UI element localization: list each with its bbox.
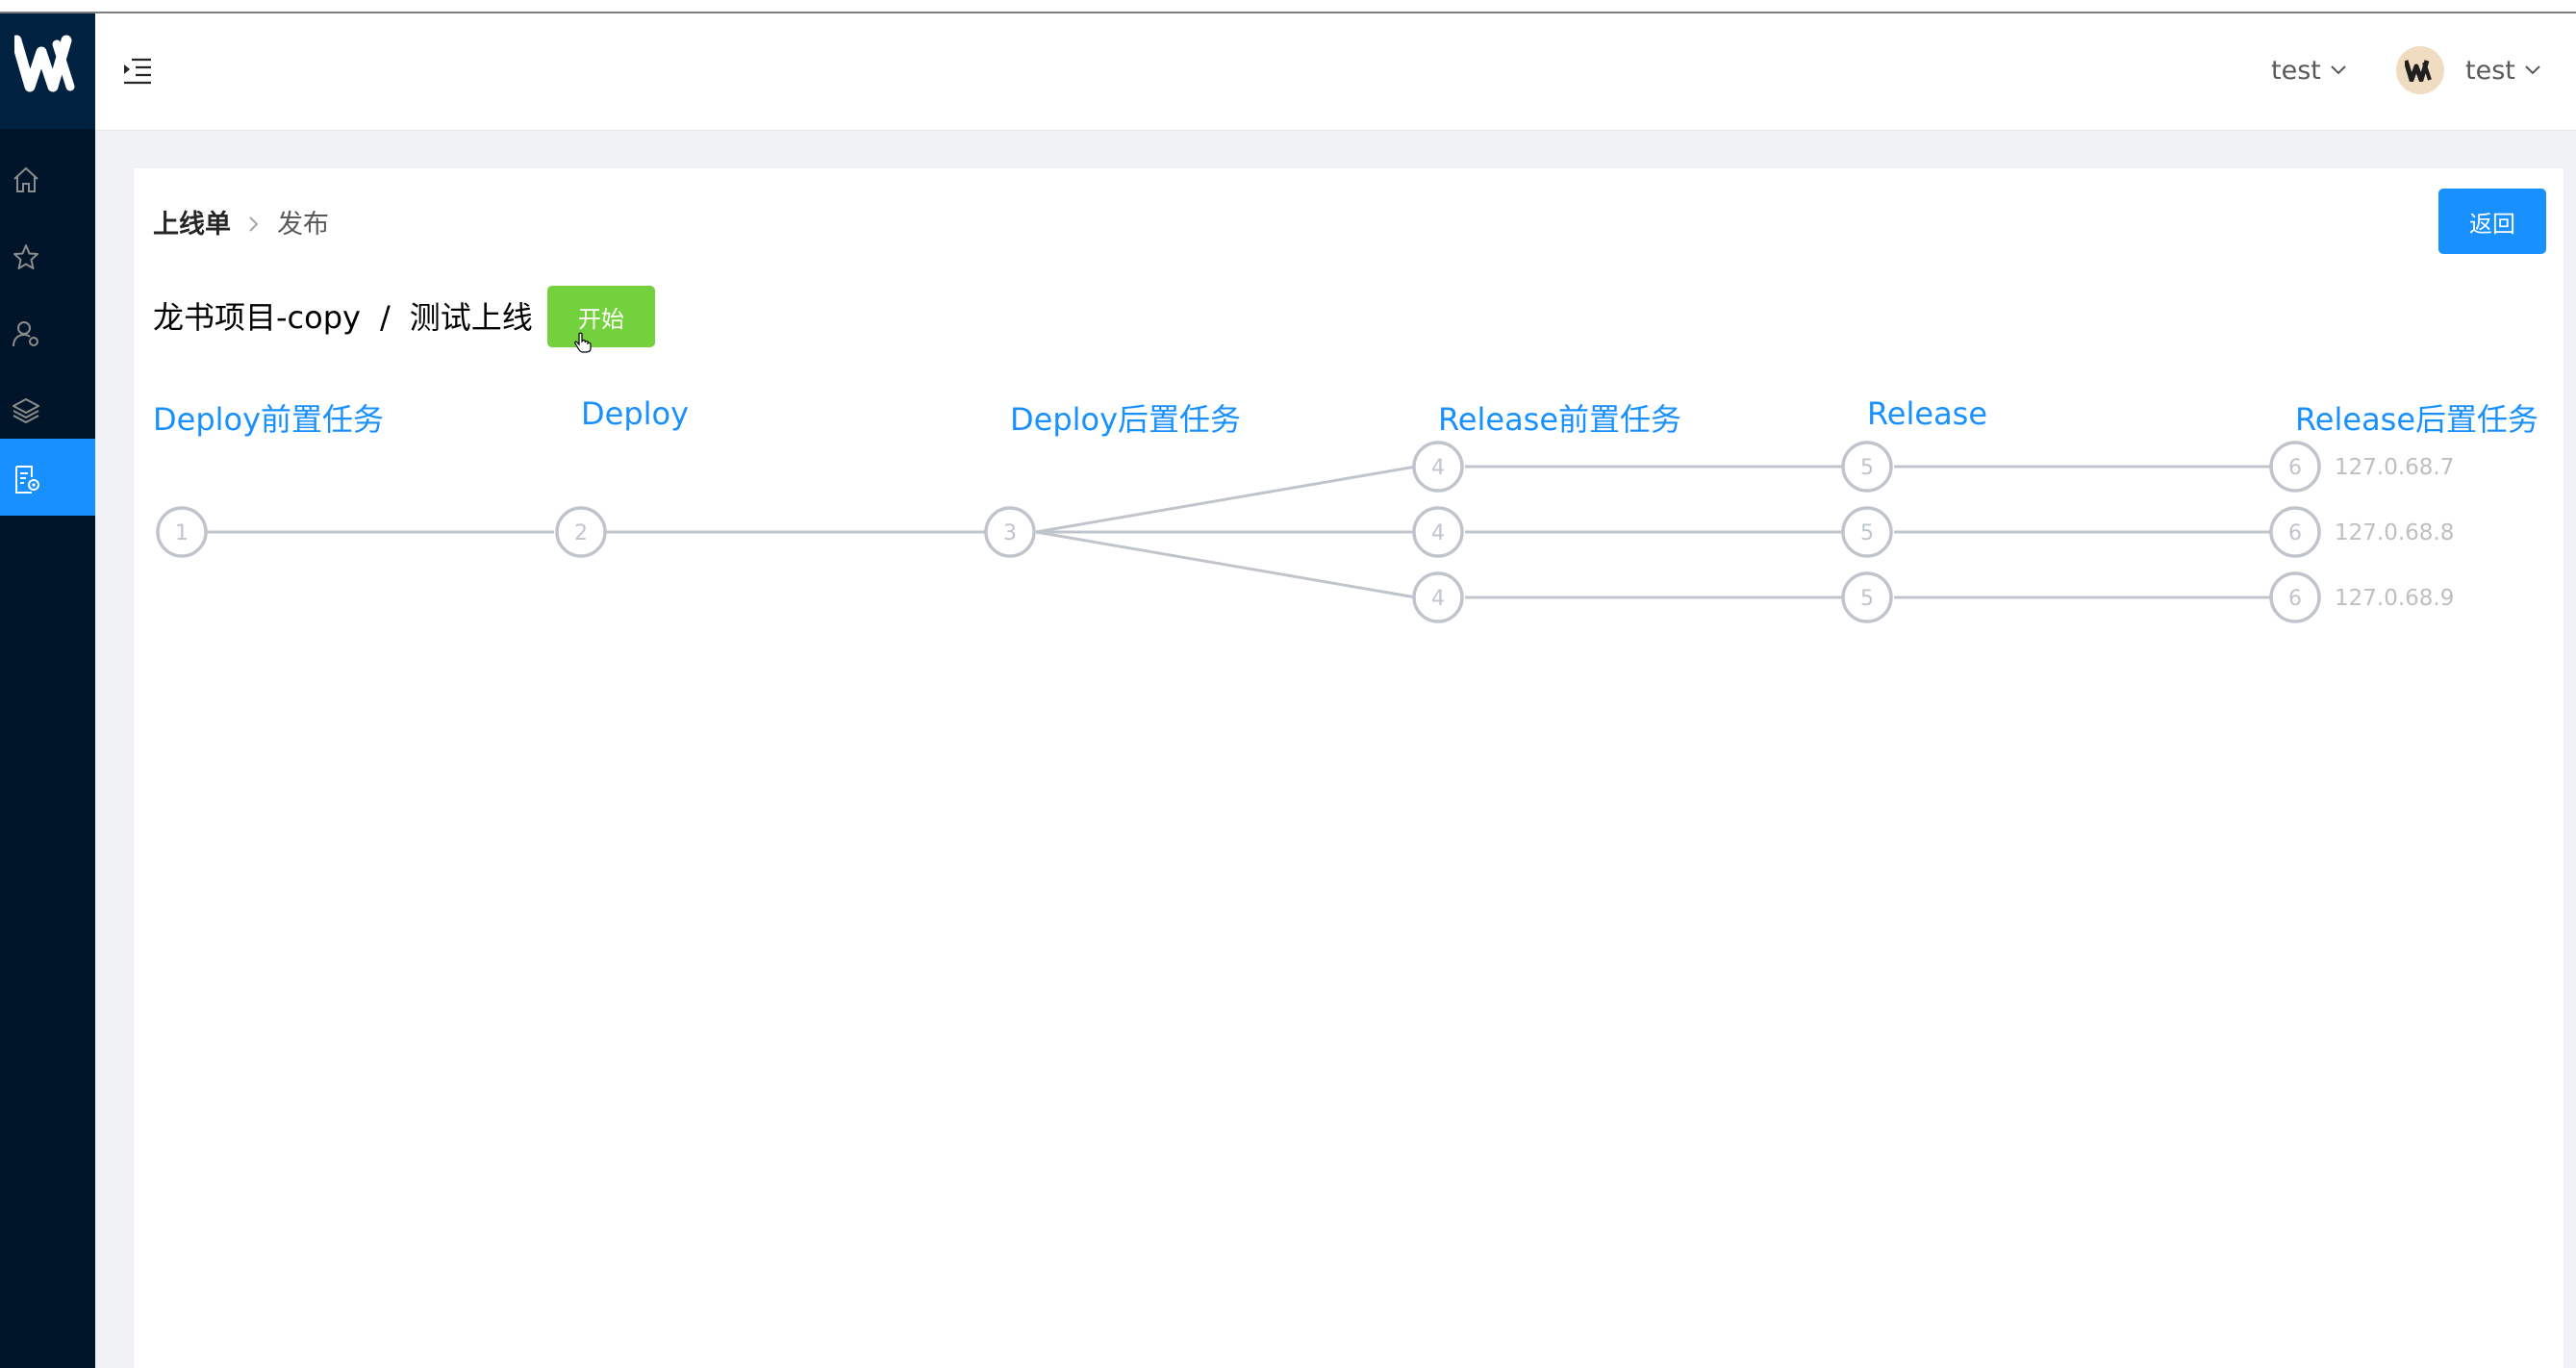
phase-title-deploy-post: Deploy后置任务 bbox=[1010, 401, 1242, 438]
step-number: 4 bbox=[1431, 587, 1445, 611]
phase-title-release-post: Release后置任务 bbox=[2295, 401, 2539, 438]
layers-icon bbox=[13, 398, 39, 423]
deploy-flow-diagram: 1 2 3 4 4 4 5 5 5 6 6 6 127.0.68.7 127.0… bbox=[156, 441, 2454, 623]
deploy-title: 龙书项目-copy / 测试上线 bbox=[153, 293, 533, 338]
step-number: 1 bbox=[175, 521, 189, 545]
back-button[interactable]: 返回 bbox=[2438, 189, 2546, 254]
flow-connector bbox=[1035, 465, 1417, 534]
chevron-right-icon bbox=[248, 210, 260, 240]
step-node bbox=[2269, 571, 2321, 623]
step-number: 6 bbox=[2288, 587, 2302, 611]
start-button[interactable]: 开始 bbox=[547, 286, 655, 347]
project-name: 龙书项目-copy bbox=[153, 299, 361, 336]
nav-deploy-requests[interactable] bbox=[0, 439, 95, 516]
menu-fold-icon[interactable] bbox=[122, 58, 153, 85]
host-address: 127.0.68.9 bbox=[2335, 586, 2454, 611]
breadcrumb-release: 发布 bbox=[277, 210, 329, 240]
deploy-doc-icon bbox=[15, 466, 39, 494]
step-number: 5 bbox=[1860, 587, 1874, 611]
step-number: 4 bbox=[1431, 456, 1445, 480]
top-header: test test bbox=[95, 13, 2576, 131]
nav-users[interactable] bbox=[0, 294, 95, 371]
step-node bbox=[984, 506, 1036, 558]
step-number: 6 bbox=[2288, 456, 2302, 480]
pointer-cursor-icon bbox=[574, 332, 592, 353]
phase-title-deploy: Deploy bbox=[581, 395, 690, 432]
step-node bbox=[555, 506, 607, 558]
step-number: 6 bbox=[2288, 521, 2302, 545]
nav-projects[interactable] bbox=[0, 371, 95, 448]
step-node bbox=[2269, 441, 2321, 493]
request-name: 测试上线 bbox=[409, 299, 533, 336]
breadcrumb-deploy-list[interactable]: 上线单 bbox=[153, 210, 231, 240]
step-node bbox=[1841, 441, 1893, 493]
phase-title-release: Release bbox=[1867, 395, 1988, 432]
username: test bbox=[2465, 56, 2515, 86]
nav-home[interactable] bbox=[0, 140, 95, 217]
deploy-card: 上线单 发布 返回 龙书项目-copy / 测试上线 开始 Deploy前置任务 De… bbox=[134, 168, 2563, 1368]
step-number: 2 bbox=[574, 521, 588, 545]
step-node bbox=[1412, 506, 1464, 558]
step-node bbox=[1412, 441, 1464, 493]
user-menu[interactable]: test bbox=[2465, 56, 2540, 86]
logo-icon bbox=[14, 35, 75, 92]
step-number: 4 bbox=[1431, 521, 1445, 545]
window-top-border bbox=[0, 0, 2576, 13]
environment-value: test bbox=[2271, 56, 2321, 86]
step-node bbox=[156, 506, 208, 558]
phase-title-release-pre: Release前置任务 bbox=[1438, 401, 1682, 438]
flow-connector bbox=[1035, 530, 1417, 599]
step-node bbox=[2269, 506, 2321, 558]
logo-icon bbox=[2405, 60, 2432, 82]
sidebar bbox=[0, 13, 95, 1368]
step-number: 5 bbox=[1860, 456, 1874, 480]
step-node bbox=[1841, 571, 1893, 623]
nav-favorites[interactable] bbox=[0, 217, 95, 294]
host-address: 127.0.68.8 bbox=[2335, 520, 2454, 545]
chevron-down-icon bbox=[2331, 65, 2346, 75]
step-node bbox=[1412, 571, 1464, 623]
home-icon bbox=[13, 166, 38, 192]
environment-select[interactable]: test bbox=[2271, 56, 2346, 86]
logo[interactable] bbox=[0, 13, 95, 129]
title-separator: / bbox=[379, 299, 391, 336]
step-node bbox=[1841, 506, 1893, 558]
star-icon bbox=[13, 244, 38, 269]
breadcrumb: 上线单 发布 bbox=[153, 203, 329, 241]
phase-title-deploy-pre: Deploy前置任务 bbox=[153, 401, 385, 438]
chevron-down-icon bbox=[2525, 65, 2540, 75]
user-settings-icon bbox=[13, 321, 38, 347]
step-number: 5 bbox=[1860, 521, 1874, 545]
host-address: 127.0.68.7 bbox=[2335, 455, 2454, 480]
avatar[interactable] bbox=[2396, 46, 2444, 94]
step-number: 3 bbox=[1003, 521, 1017, 545]
